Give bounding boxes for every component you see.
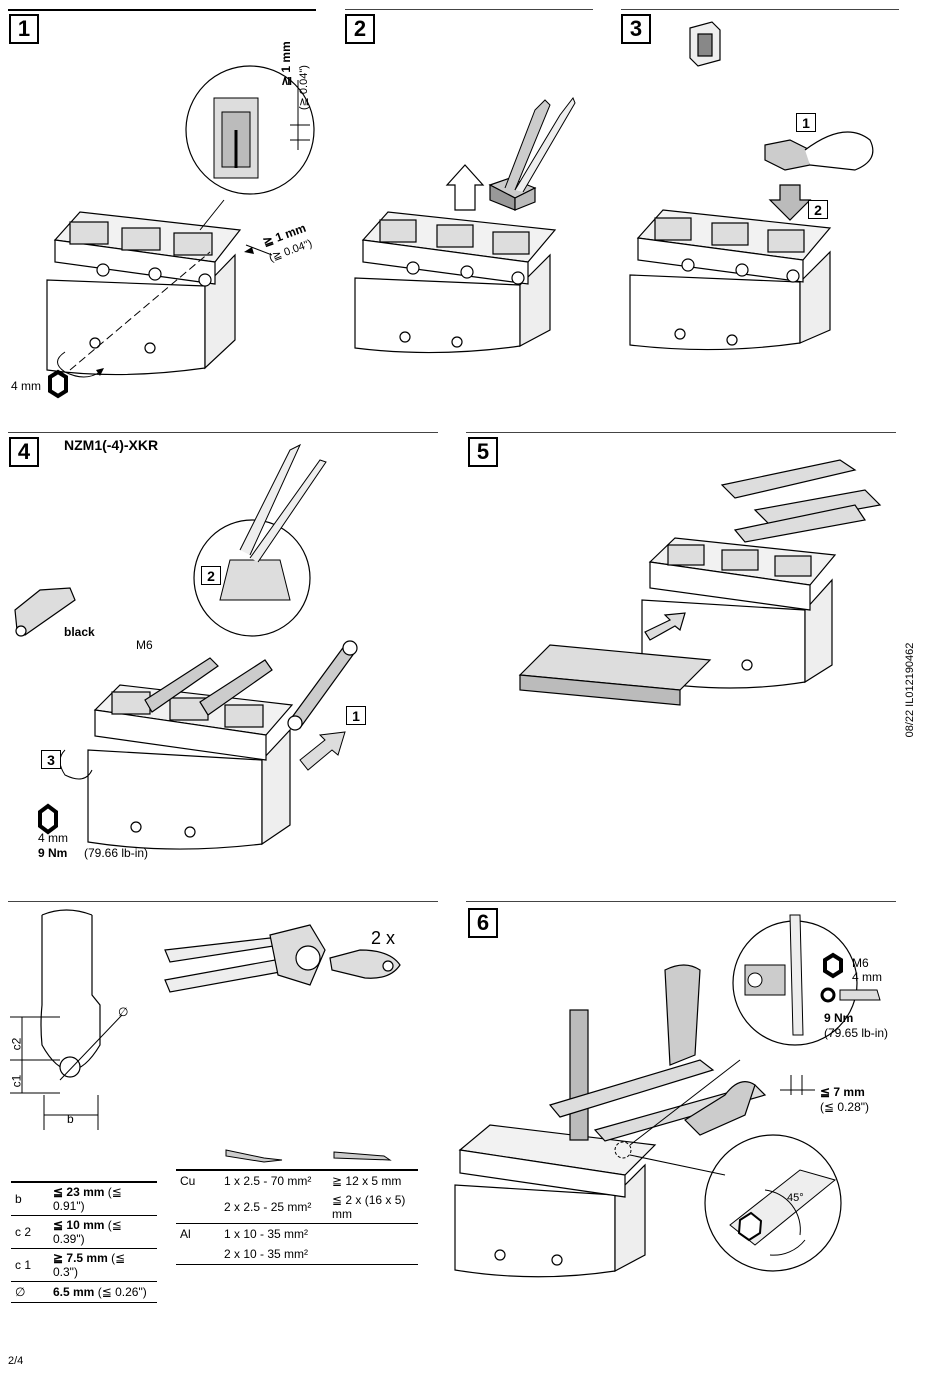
table-row: ∅6.5 mm (≦ 0.26") <box>11 1281 157 1303</box>
table-row: 2 x 2.5 - 25 mm²≦ 2 x (16 x 5) mm <box>176 1191 418 1224</box>
table-row: 2 x 10 - 35 mm² <box>176 1244 418 1265</box>
rule-step4 <box>8 432 438 433</box>
step-number-2: 2 <box>345 14 375 44</box>
step4-title: NZM1(-4)-XKR <box>64 437 159 453</box>
gap-value-step6: ≦ 7 mm <box>820 1085 865 1099</box>
lug-b-label: b <box>67 1112 74 1126</box>
hex-size-step6: 4 mm <box>852 970 882 984</box>
page-number: 2/4 <box>8 1355 24 1367</box>
table-header-row <box>176 1143 418 1171</box>
black-label: black <box>64 625 95 639</box>
step-number-6: 6 <box>468 908 498 938</box>
rule-step3 <box>621 9 899 10</box>
rule-step5 <box>466 432 896 433</box>
breaker-illustration-step5 <box>518 459 882 706</box>
step-number-4: 4 <box>9 437 39 467</box>
m6-label-step4: M6 <box>136 638 153 652</box>
breaker-illustration-step1 <box>46 65 315 399</box>
table-row: b≦ 23 mm (≦ 0.91") <box>11 1181 157 1216</box>
rule-step2 <box>345 9 593 10</box>
torque-imperial-step6: (79.65 lb-in) <box>824 1026 889 1040</box>
table-row: c 2≦ 10 mm (≦ 0.39") <box>11 1215 157 1249</box>
crimping-tool-drawing <box>164 924 401 993</box>
hex-size-step1: 4 mm <box>11 379 41 393</box>
lug-c1-label: c1 <box>9 1074 24 1088</box>
step4-substep-1: 1 <box>346 706 366 725</box>
step3-substep-1: 1 <box>796 113 816 132</box>
lug-dimension-table: b≦ 23 mm (≦ 0.91") c 2≦ 10 mm (≦ 0.39") … <box>11 1181 157 1303</box>
clearance-top-inch: (≧ 0.04") <box>298 65 310 110</box>
step4-substep-3: 3 <box>41 750 61 769</box>
step-number-1: 1 <box>9 14 39 44</box>
step3-substep-2: 2 <box>808 200 828 219</box>
step4-substep-2: 2 <box>201 566 221 585</box>
step-number-3: 3 <box>621 14 651 44</box>
breaker-illustration-step4 <box>14 443 358 850</box>
rule-lug <box>8 901 438 902</box>
hex-size-step4: 4 mm <box>38 831 68 845</box>
torque-value-step6: 9 Nm <box>824 1011 854 1025</box>
document-side-code: 08/22 IL012190462 <box>904 642 916 738</box>
cable-icon <box>225 1148 283 1163</box>
m6-label-step6: M6 <box>852 956 869 970</box>
breaker-illustration-step2 <box>354 96 576 354</box>
busbar-icon <box>333 1150 392 1161</box>
rule-step6 <box>466 901 896 902</box>
lug-diameter-label: ∅ <box>118 1005 129 1019</box>
breaker-illustration-step6 <box>454 914 881 1278</box>
torque-imperial-step4: (79.66 lb-in) <box>84 846 149 860</box>
crimp-count: 2 x <box>371 928 396 948</box>
rule-step1 <box>8 9 316 11</box>
cable-lug-drawing <box>10 909 123 1130</box>
table-row: c 1≧ 7.5 mm (≦ 0.3") <box>11 1248 157 1282</box>
step-number-5: 5 <box>468 437 498 467</box>
breaker-illustration-step3 <box>629 21 874 351</box>
gap-inch-step6: (≦ 0.28") <box>820 1100 869 1114</box>
lug-c2-label: c2 <box>9 1037 24 1051</box>
angle-label: 45° <box>787 1192 804 1204</box>
clearance-top-value: ≧ 1 mm <box>279 41 293 86</box>
torque-value-step4: 9 Nm <box>38 846 68 860</box>
